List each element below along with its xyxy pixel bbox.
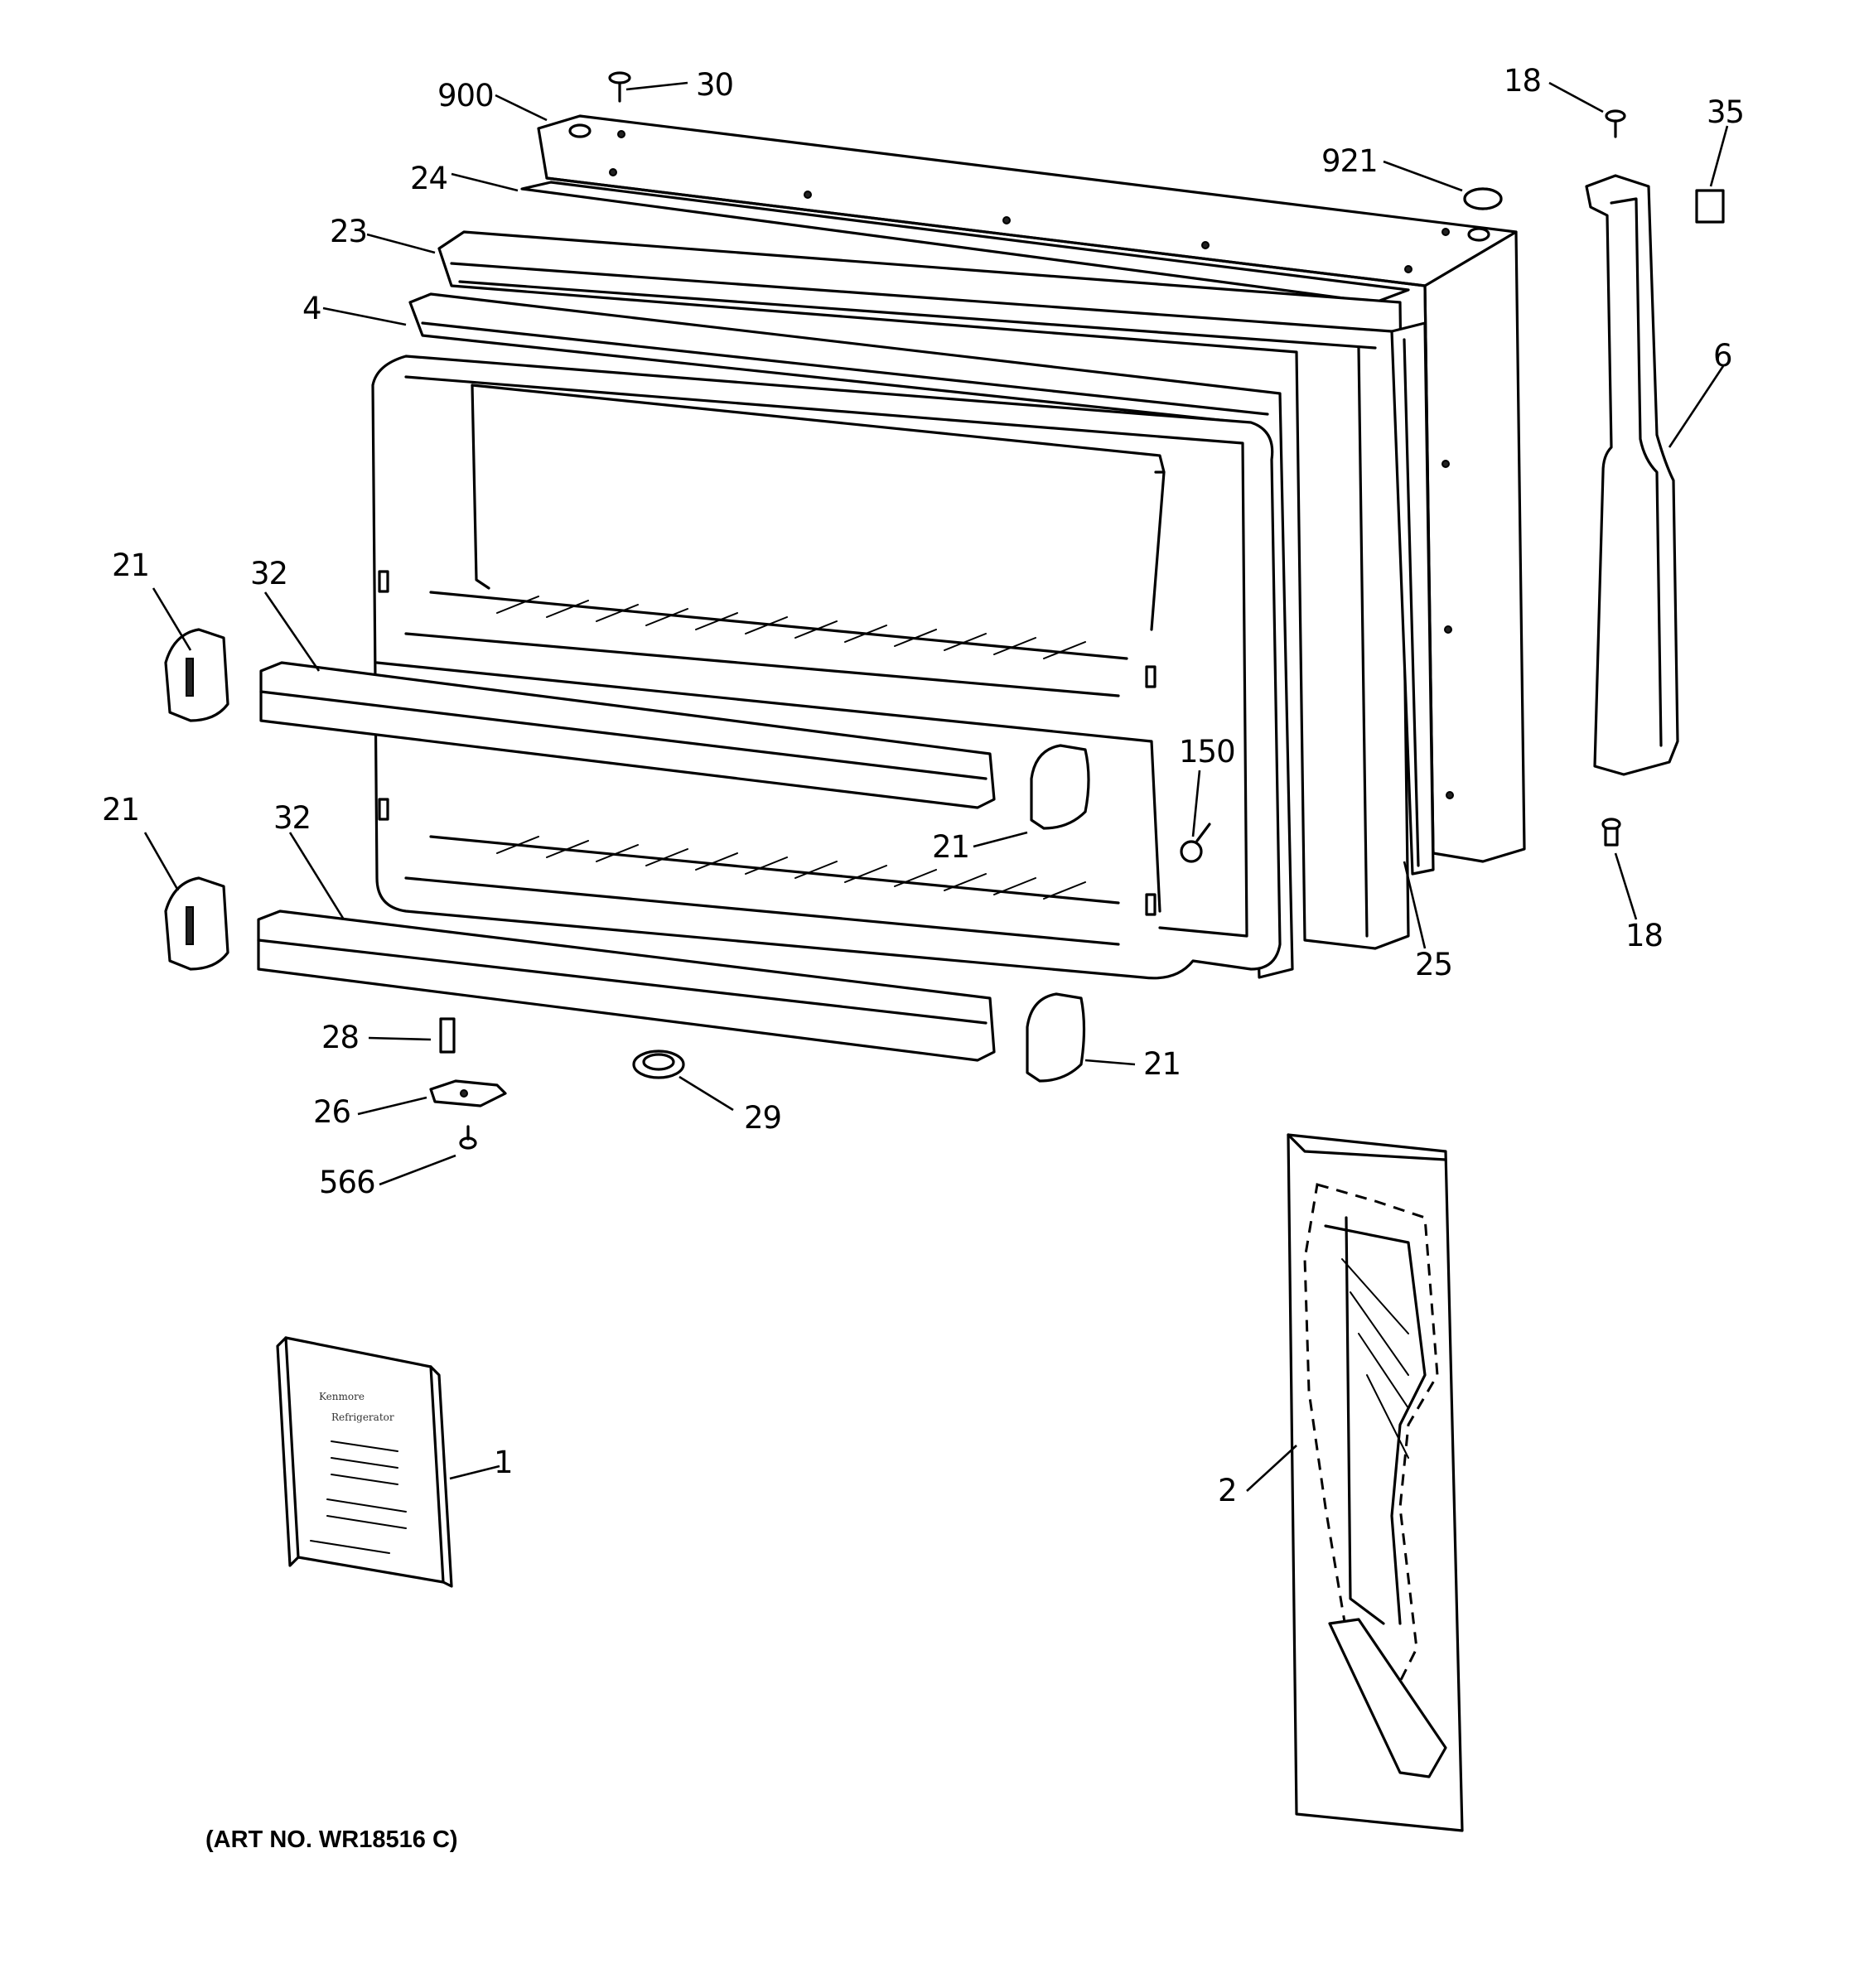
callout-25: 25 (1415, 947, 1452, 982)
callout-4: 4 (302, 291, 321, 326)
shelf-rail-upper (259, 661, 996, 809)
owners-manual: Kenmore Refrigerator (276, 1336, 453, 1588)
end-cap-left-lower (164, 876, 229, 971)
screw-18-bottom (1601, 818, 1621, 847)
callout-21-mid: 21 (932, 829, 969, 865)
callout-150: 150 (1179, 734, 1235, 770)
callout-18-bottom: 18 (1625, 918, 1663, 953)
callout-18-top: 18 (1504, 63, 1541, 99)
callout-labels: 900 30 18 35 24 921 23 4 6 21 32 21 32 1… (102, 63, 1745, 1508)
end-cap-right-upper (1030, 744, 1090, 830)
callout-24: 24 (410, 161, 447, 196)
callout-23: 23 (330, 214, 367, 249)
screw-566 (459, 1125, 477, 1150)
manual-brand: Kenmore (319, 1391, 365, 1402)
screw-18-top (1605, 109, 1626, 138)
callout-566: 566 (319, 1165, 375, 1200)
callout-35: 35 (1707, 94, 1744, 130)
callout-21-left-lower: 21 (102, 792, 139, 828)
callout-921: 921 (1321, 143, 1378, 179)
callout-30: 30 (696, 67, 733, 103)
leader-lines (143, 81, 1729, 1492)
callout-32-upper: 32 (250, 556, 287, 591)
manual-subtitle: Refrigerator (331, 1411, 394, 1423)
callout-2: 2 (1218, 1473, 1237, 1508)
callout-21-right-lower: 21 (1143, 1046, 1181, 1082)
callout-21-left-upper: 21 (112, 548, 149, 583)
callout-32-lower: 32 (273, 800, 311, 836)
end-cap-left-upper (164, 628, 229, 722)
door-liner (371, 355, 1282, 980)
callout-26: 26 (313, 1094, 350, 1130)
callout-29: 29 (744, 1100, 781, 1136)
pin-28 (439, 1017, 456, 1054)
callout-900: 900 (437, 78, 494, 113)
end-cap-right-lower (1026, 992, 1086, 1083)
door-gaskets (408, 181, 1435, 979)
button-29 (632, 1049, 685, 1079)
screw-30 (608, 71, 631, 103)
bracket-26 (429, 1079, 507, 1107)
plug-35 (1695, 189, 1725, 224)
callout-28: 28 (321, 1020, 359, 1055)
door-handle (1585, 174, 1679, 776)
art-number: (ART NO. WR18516 C) (205, 1826, 458, 1853)
screw-150 (1180, 823, 1211, 863)
door-assembly-cutaway (1287, 1133, 1464, 1832)
plug-921 (1463, 187, 1503, 210)
callout-1: 1 (494, 1445, 513, 1480)
shelf-rail-lower (257, 910, 996, 1062)
callout-6: 6 (1713, 338, 1732, 374)
